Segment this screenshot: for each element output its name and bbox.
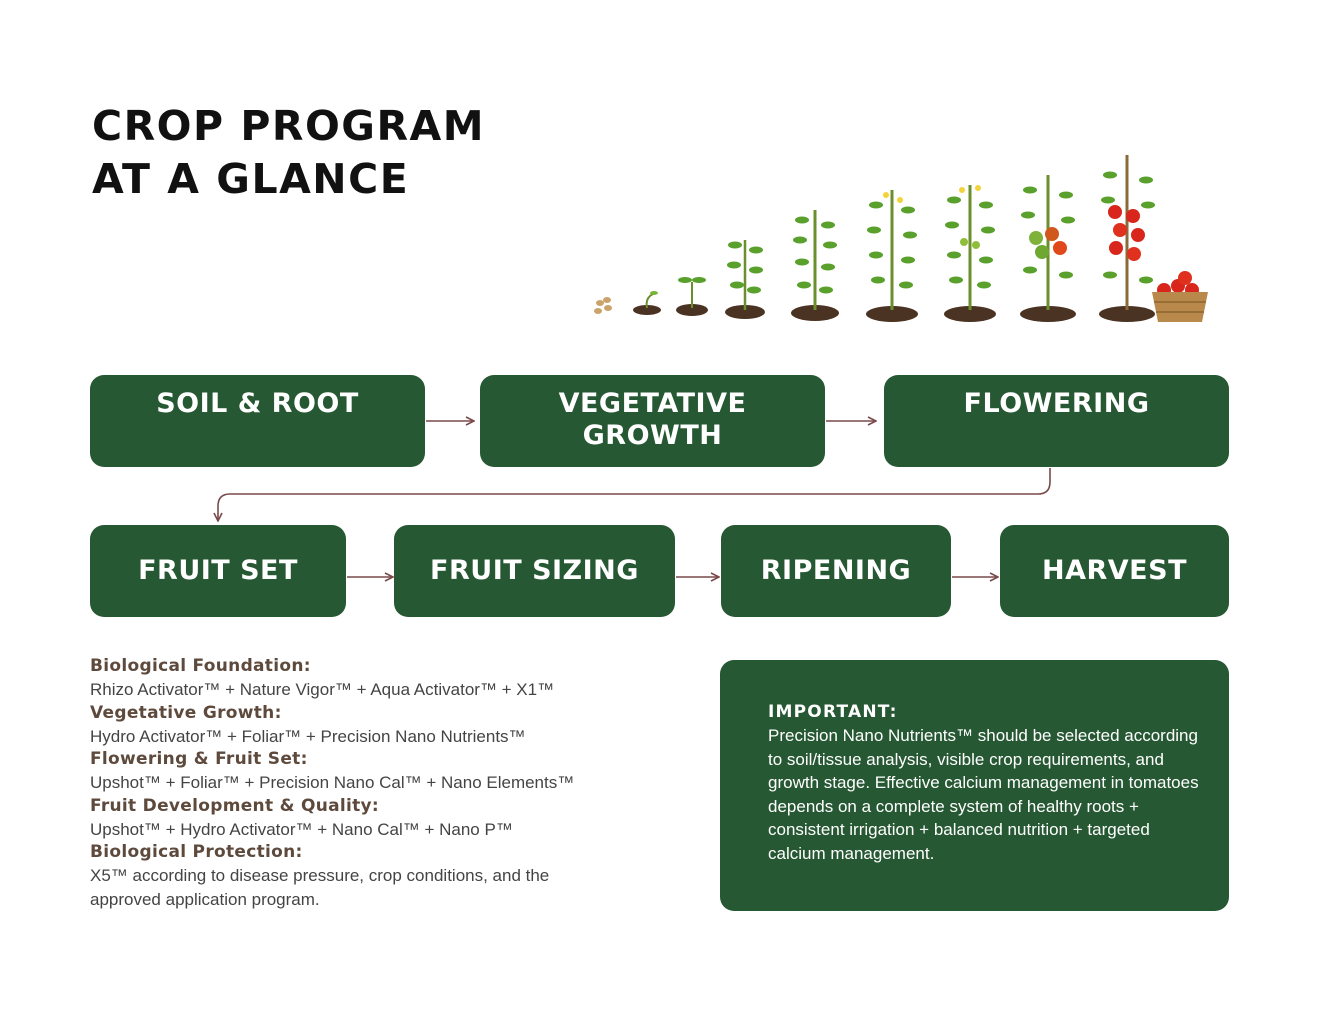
title-line-1: CROP PROGRAM [92, 102, 486, 150]
important-heading: IMPORTANT: [768, 702, 898, 722]
fruit-set-plant [944, 185, 996, 322]
stage-label: SOIL & ROOT [156, 388, 359, 419]
title-line-2: AT A GLANCE [92, 155, 410, 203]
program-item: Vegetative Growth: Hydro Activator™ + Fo… [90, 702, 650, 749]
program-item: Biological Foundation: Rhizo Activator™ … [90, 655, 650, 702]
vegetative-plant [791, 210, 839, 321]
program-heading: Biological Protection: [90, 842, 303, 862]
stage-label: FLOWERING [963, 388, 1150, 419]
important-body: Precision Nano Nutrients™ should be sele… [768, 726, 1199, 863]
young-plant [725, 240, 765, 319]
tomato-growth-illustration [594, 155, 1208, 322]
stage-flowering: FLOWERING [884, 375, 1229, 467]
program-heading: Vegetative Growth: [90, 702, 282, 723]
stage-label-line-1: VEGETATIVE [558, 388, 747, 419]
stage-label: FRUIT SET [138, 555, 298, 586]
program-products: Upshot™ + Foliar™ + Precision Nano Cal™ … [90, 773, 575, 792]
stage-soil-root: SOIL & ROOT [90, 375, 425, 467]
program-products: Hydro Activator™ + Foliar™ + Precision N… [90, 726, 526, 746]
program-item: Fruit Development & Quality: Upshot™ + H… [90, 795, 650, 842]
seeds [594, 297, 612, 314]
fruit-sizing-plant [1020, 175, 1076, 322]
flowering-plant [866, 190, 918, 322]
germinating-seed [633, 291, 661, 315]
stage-harvest: HARVEST [1000, 525, 1229, 617]
stage-label: RIPENING [760, 555, 912, 586]
program-heading: Flowering & Fruit Set: [90, 749, 308, 769]
arrow-flowering-to-fruit-set [218, 468, 1051, 521]
stage-fruit-sizing: FRUIT SIZING [394, 525, 675, 617]
stage-label: FRUIT SIZING [430, 555, 639, 586]
program-heading: Biological Foundation: [90, 656, 311, 676]
stage-label: HARVEST [1042, 555, 1187, 586]
stage-label-line-2: GROWTH [582, 420, 723, 451]
important-note: IMPORTANT: Precision Nano Nutrients™ sho… [720, 660, 1229, 911]
page-title: CROP PROGRAM AT A GLANCE [92, 100, 485, 206]
program-item: Biological Protection: X5™ according to … [90, 841, 650, 911]
program-products: Rhizo Activator™ + Nature Vigor™ + Aqua … [90, 680, 555, 699]
ripening-plant [1099, 155, 1155, 322]
program-heading: Fruit Development & Quality: [90, 795, 380, 816]
harvest-basket [1152, 271, 1208, 322]
seedling [676, 277, 708, 316]
stage-fruit-set: FRUIT SET [90, 525, 346, 617]
program-products: X5™ according to disease pressure, crop … [90, 866, 550, 909]
stage-vegetative-growth: VEGETATIVE GROWTH [480, 375, 825, 467]
program-list: Biological Foundation: Rhizo Activator™ … [90, 655, 650, 911]
program-products: Upshot™ + Hydro Activator™ + Nano Cal™ +… [90, 819, 513, 839]
program-item: Flowering & Fruit Set: Upshot™ + Foliar™… [90, 748, 650, 795]
stage-ripening: RIPENING [721, 525, 951, 617]
